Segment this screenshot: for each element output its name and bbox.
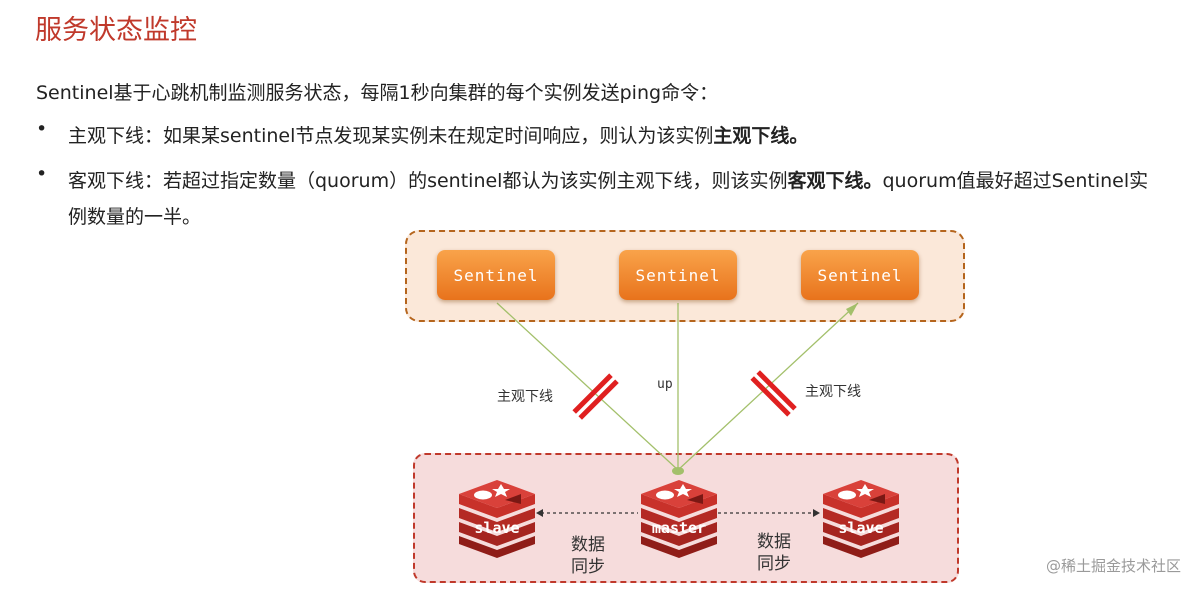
cut-mark-left (572, 373, 619, 420)
page-title: 服务状态监控 (35, 15, 197, 46)
sync-label-right-line2: 同步 (757, 554, 791, 574)
sync-arrow-right (813, 509, 820, 517)
sync-label-right: 数据 同步 (752, 531, 796, 575)
redis-node-slave-left: slave (459, 480, 535, 558)
redis-node-master: master (641, 480, 717, 558)
redis-node-slave-right: slave (823, 480, 899, 558)
sentinel-node-3: Sentinel (801, 250, 919, 300)
cut-mark-right (750, 370, 797, 417)
sentinel-node-1: Sentinel (437, 250, 555, 300)
redis-cluster-group (413, 453, 959, 583)
sync-label-left: 数据 同步 (566, 534, 610, 578)
bullet-text: 主观下线：如果某sentinel节点发现某实例未在规定时间响应，则认为该实例主观… (68, 125, 809, 147)
link-line-right (677, 302, 859, 471)
bullet-dot: • (36, 163, 48, 185)
sync-label-right-line1: 数据 (757, 532, 791, 552)
bullet-text: 客观下线：若超过指定数量（quorum）的sentinel都认为该实例主观下线，… (68, 170, 1149, 228)
edge-label-left: 主观下线 (497, 389, 553, 405)
node-label-master: master (652, 519, 706, 537)
intro-text: Sentinel基于心跳机制监测服务状态，每隔1秒向集群的每个实例发送ping命… (36, 82, 719, 104)
node-label-slave-left: slave (474, 519, 519, 537)
sync-arrow-left (536, 509, 543, 517)
arrow-head-right (846, 303, 858, 316)
edge-label-middle: up (657, 377, 673, 392)
sync-label-left-line1: 数据 (571, 535, 605, 555)
edge-label-right: 主观下线 (805, 384, 861, 400)
bullet-dot: • (36, 118, 48, 140)
sentinel-node-2: Sentinel (619, 250, 737, 300)
link-line-left (496, 302, 679, 471)
watermark: @稀土掘金技术社区 (1045, 557, 1181, 575)
bullet-subjective-down: • 主观下线：如果某sentinel节点发现某实例未在规定时间响应，则认为该实例… (36, 118, 1158, 154)
master-link-dot (672, 467, 684, 475)
node-label-slave-right: slave (838, 519, 883, 537)
sync-label-left-line2: 同步 (571, 557, 605, 577)
bullet-objective-down: • 客观下线：若超过指定数量（quorum）的sentinel都认为该实例主观下… (36, 163, 1158, 235)
